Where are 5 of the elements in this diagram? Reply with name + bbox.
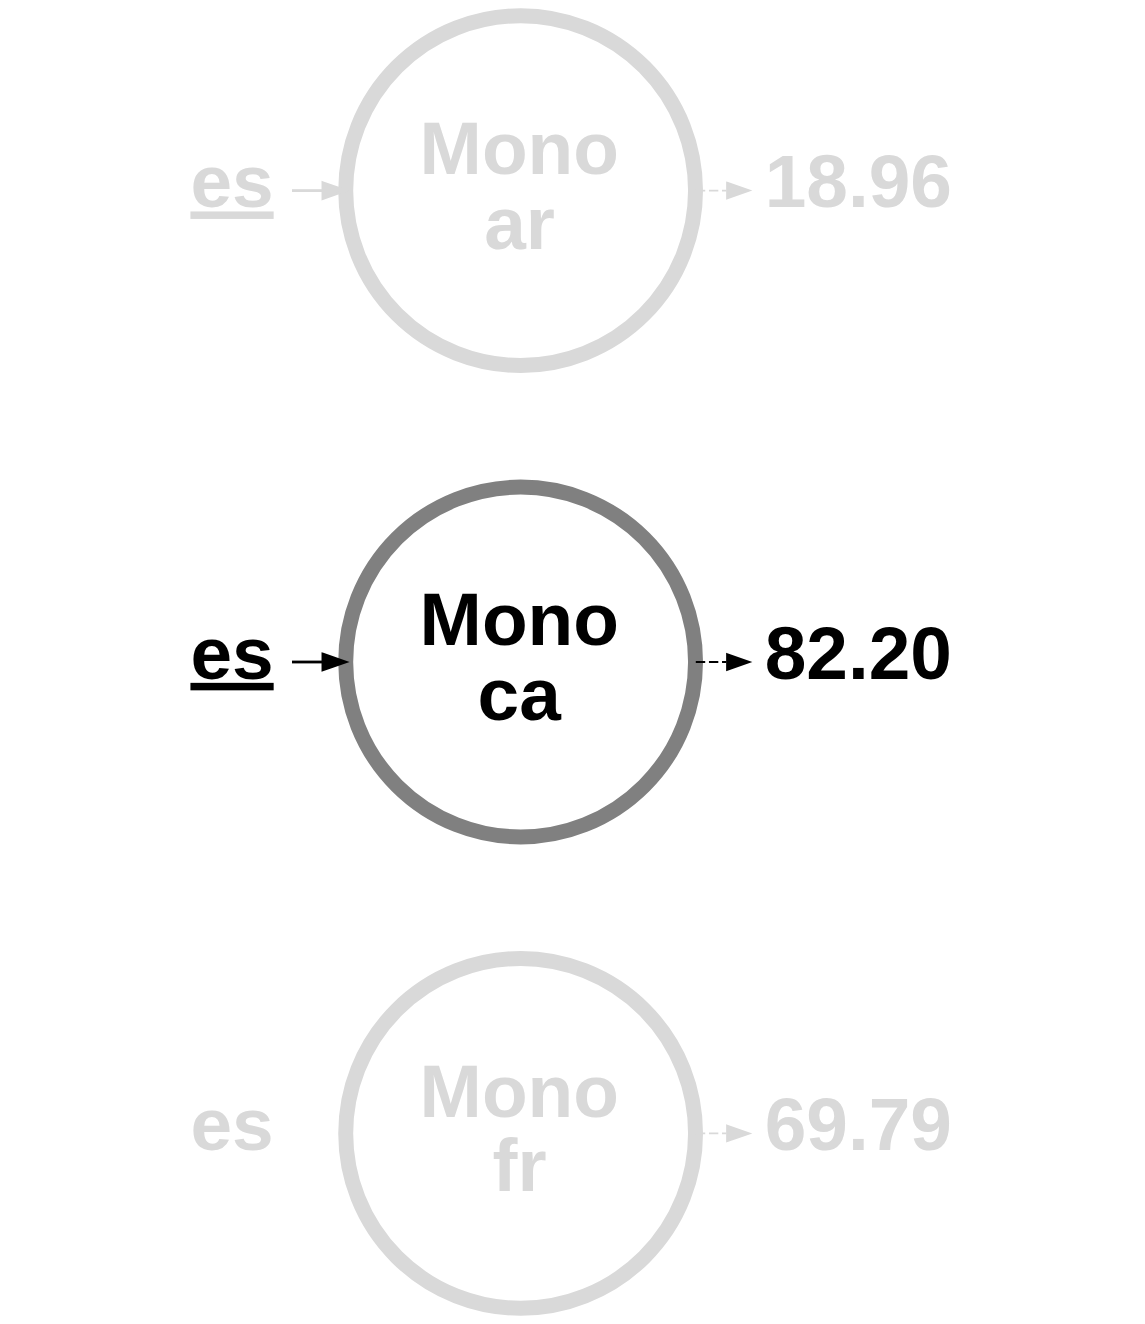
node-text: 82.20 xyxy=(764,610,952,695)
node-circle: Mono ca xyxy=(337,479,703,845)
arrow xyxy=(694,652,752,672)
arrow xyxy=(291,652,350,672)
node-text: es xyxy=(189,610,274,695)
